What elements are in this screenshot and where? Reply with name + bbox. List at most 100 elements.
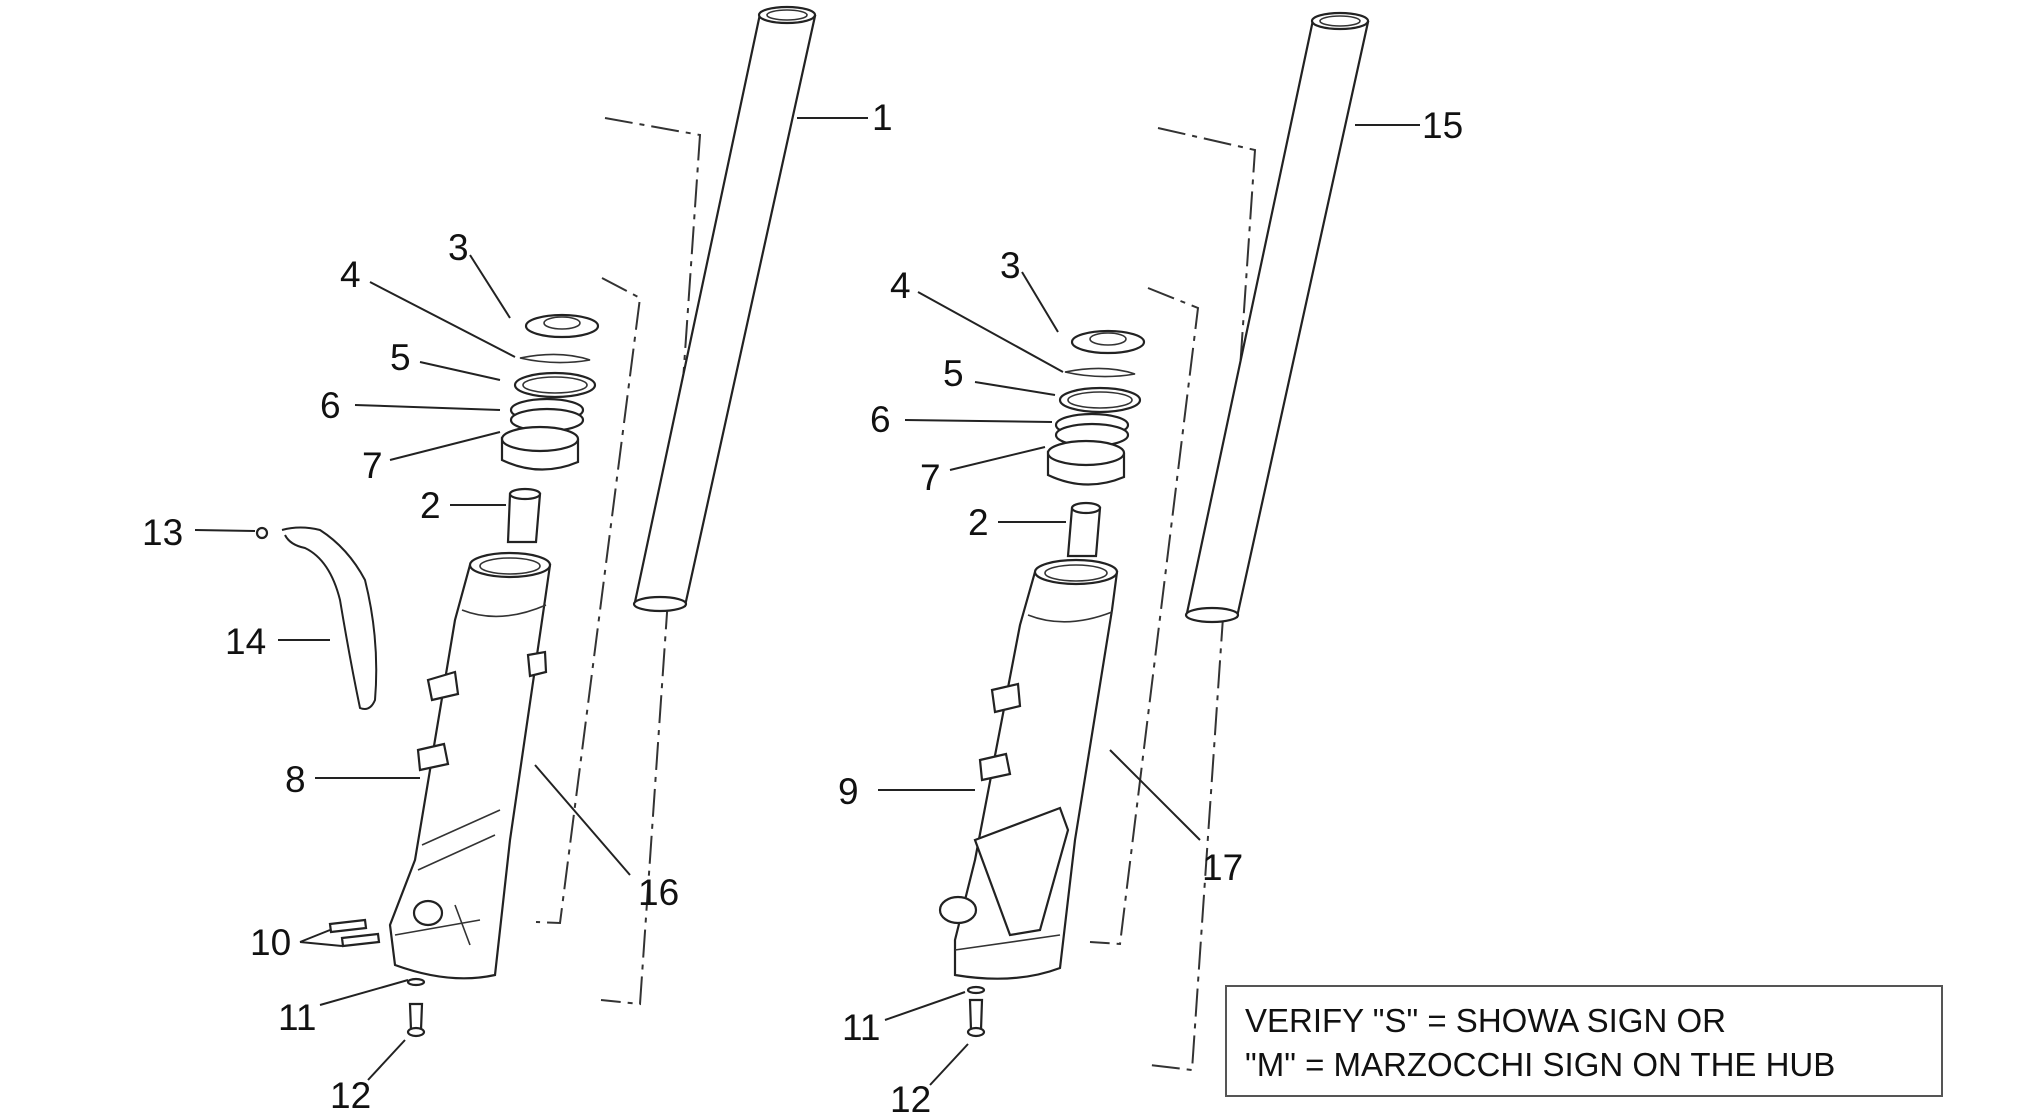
left-leader-12 <box>367 1039 406 1081</box>
callout-2-left: 2 <box>420 485 441 526</box>
right-fork-slider-mouth <box>1033 558 1119 586</box>
right-fork-slider-band <box>1027 611 1113 623</box>
right-leader-4 <box>917 291 1064 373</box>
right-part-2-sleeve <box>1066 506 1102 558</box>
left-part-12-screw <box>408 1002 424 1032</box>
left-fork-slider-band <box>461 604 547 618</box>
callout-labels: 1 3 4 5 6 7 2 13 14 8 16 10 11 12 15 3 4… <box>142 97 1463 1117</box>
left-fork-assembly <box>194 5 868 1081</box>
left-part-7-bushing-top <box>500 425 580 453</box>
left-fork-tube-top-inner <box>766 9 808 21</box>
right-slider-lug-b <box>978 752 1012 782</box>
callout-7-right: 7 <box>920 457 941 498</box>
left-part-2-sleeve-top <box>508 487 542 501</box>
callout-13: 13 <box>142 512 183 553</box>
verification-note: VERIFY "S" = SHOWA SIGN OR "M" = MARZOCC… <box>1225 985 1943 1097</box>
callout-8: 8 <box>285 759 306 800</box>
left-leader-13 <box>194 529 256 532</box>
left-fork-tube-bottom <box>632 595 688 613</box>
left-leader-10 <box>299 929 343 947</box>
right-leader-5 <box>974 381 1056 396</box>
left-part-14-cable-guide <box>281 526 378 710</box>
right-fork-tube-bottom <box>1184 606 1240 624</box>
left-fork-slider <box>388 563 552 980</box>
right-part-2-sleeve-top <box>1070 501 1102 515</box>
callout-16: 16 <box>638 872 679 913</box>
callout-11-right: 11 <box>842 1007 880 1048</box>
right-dashed-envelope-inner <box>1089 287 1200 946</box>
right-part-11-washer <box>966 985 986 995</box>
right-slider-foot <box>954 934 1061 951</box>
left-part-3-cap-inner <box>543 316 581 330</box>
right-part-4-clip <box>1064 367 1136 378</box>
callout-5-right: 5 <box>943 353 964 394</box>
left-fork-slider-mouth <box>468 551 552 579</box>
left-fork-tube <box>633 12 817 608</box>
left-part-11-washer <box>406 977 426 987</box>
left-leader-5 <box>419 361 501 381</box>
right-part-12-screw-head <box>966 1026 986 1038</box>
left-slider-lug-c <box>526 650 548 678</box>
callout-6-right: 6 <box>870 399 891 440</box>
left-slider-axle-boss <box>412 899 444 927</box>
right-fork-tube <box>1185 18 1370 619</box>
right-dashed-envelope-outer <box>1149 127 1257 1072</box>
right-leader-6 <box>904 419 1053 423</box>
left-leader-11 <box>319 979 409 1006</box>
right-fork-tube-top-inner <box>1319 15 1361 27</box>
callout-2-right: 2 <box>968 502 989 543</box>
callout-12-left: 12 <box>330 1075 371 1116</box>
note-line-1: VERIFY "S" = SHOWA SIGN OR <box>1245 1002 1726 1039</box>
left-part-5-ring-inner <box>522 376 588 394</box>
callout-4-right: 4 <box>890 265 911 306</box>
callout-5-left: 5 <box>390 337 411 378</box>
callout-15: 15 <box>1422 105 1463 146</box>
right-leader-11 <box>884 991 966 1021</box>
callout-4-left: 4 <box>340 254 361 295</box>
note-line-2: "M" = MARZOCCHI SIGN ON THE HUB <box>1245 1046 1836 1083</box>
callout-7-left: 7 <box>362 445 383 486</box>
callout-6-left: 6 <box>320 385 341 426</box>
left-slider-brake-bracket <box>417 809 501 871</box>
callout-14: 14 <box>225 621 266 662</box>
left-slider-lug-a <box>426 670 460 702</box>
left-fork-slider-mouth-inner <box>479 557 541 575</box>
callout-9: 9 <box>838 771 859 812</box>
callout-12-right: 12 <box>890 1079 931 1117</box>
left-leader-7 <box>389 431 501 461</box>
callout-11-left: 11 <box>278 997 316 1038</box>
right-slider-lug-a <box>990 682 1022 714</box>
left-part-13-clip <box>255 526 269 540</box>
right-slider-axle-boss <box>938 895 978 925</box>
left-dashed-envelope-inner <box>535 277 642 925</box>
right-part-3-cap <box>1070 329 1146 355</box>
left-part-3-cap <box>524 313 600 339</box>
left-part-2-sleeve <box>506 492 542 544</box>
right-part-3-cap-inner <box>1089 332 1127 346</box>
right-part-7-bushing-top <box>1046 439 1126 467</box>
left-slider-foot <box>394 904 481 946</box>
right-part-12-screw <box>968 998 984 1032</box>
right-leader-17 <box>1109 749 1201 841</box>
right-leader-3 <box>1021 271 1059 333</box>
right-leader-12 <box>929 1043 969 1086</box>
right-slider-brake-bracket <box>973 806 1070 937</box>
left-part-12-screw-head <box>406 1026 426 1038</box>
left-leader-3 <box>469 254 511 319</box>
callout-17: 17 <box>1202 847 1243 888</box>
left-part-10-screw-b <box>340 932 381 948</box>
right-part-5-ring-inner <box>1067 391 1133 409</box>
right-leader-7 <box>949 446 1046 471</box>
left-slider-lug-b <box>416 742 450 772</box>
left-leader-6 <box>354 404 501 411</box>
callout-1: 1 <box>872 97 893 138</box>
left-part-4-clip <box>519 353 591 364</box>
right-fork-assembly <box>878 11 1420 1086</box>
callout-10: 10 <box>250 922 291 963</box>
left-leader-16 <box>534 764 631 876</box>
callout-3-left: 3 <box>448 227 469 268</box>
left-leader-4 <box>369 281 516 358</box>
callout-3-right: 3 <box>1000 245 1021 286</box>
right-fork-slider-mouth-inner <box>1044 564 1108 582</box>
